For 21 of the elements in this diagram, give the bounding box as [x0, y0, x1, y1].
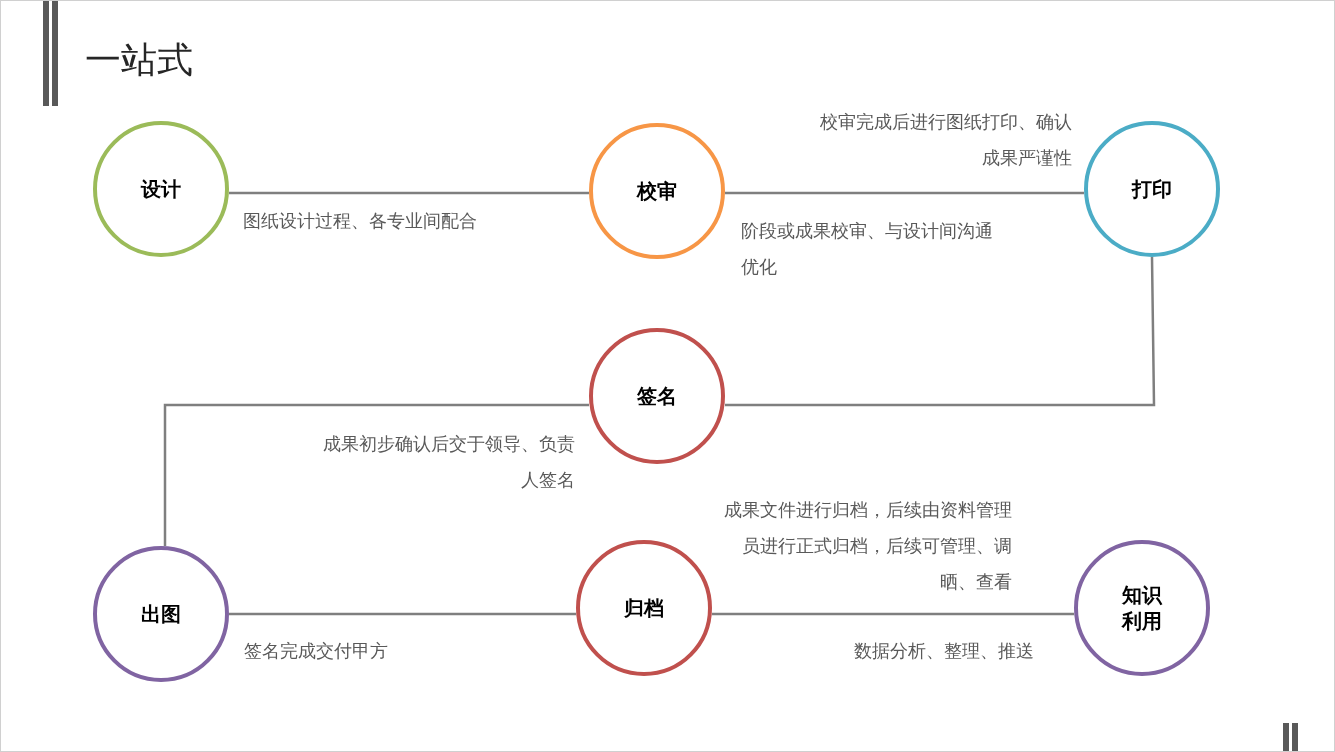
- step-label: 归档: [623, 595, 665, 621]
- connector-line: [229, 612, 576, 616]
- step-label: 知识利用: [1120, 582, 1163, 634]
- step-label: 打印: [1130, 176, 1173, 202]
- step-description: 成果初步确认后交于领导、负责人签名: [322, 432, 575, 492]
- connector-line: [712, 612, 1074, 616]
- step-label: 出图: [140, 601, 182, 627]
- connector-line: [163, 403, 589, 546]
- step-label: 校审: [635, 178, 678, 204]
- step-description: 成果文件进行归档，后续由资料管理员进行正式归档，后续可管理、调晒、查看: [723, 498, 1012, 594]
- connector-line: [725, 257, 1156, 407]
- step-description: 数据分析、整理、推送: [854, 639, 1034, 663]
- connector-line: [229, 191, 589, 195]
- step-label: 设计: [139, 176, 182, 202]
- step-description: 阶段或成果校审、与设计间沟通优化: [741, 219, 994, 279]
- connector-line: [725, 191, 1084, 195]
- step-label: 签名: [636, 383, 678, 409]
- step-description: 图纸设计过程、各专业间配合: [243, 209, 477, 233]
- title: 一站式: [85, 38, 193, 82]
- step-description: 签名完成交付甲方: [244, 639, 388, 663]
- step-description: 校审完成后进行图纸打印、确认成果严谨性: [819, 110, 1072, 170]
